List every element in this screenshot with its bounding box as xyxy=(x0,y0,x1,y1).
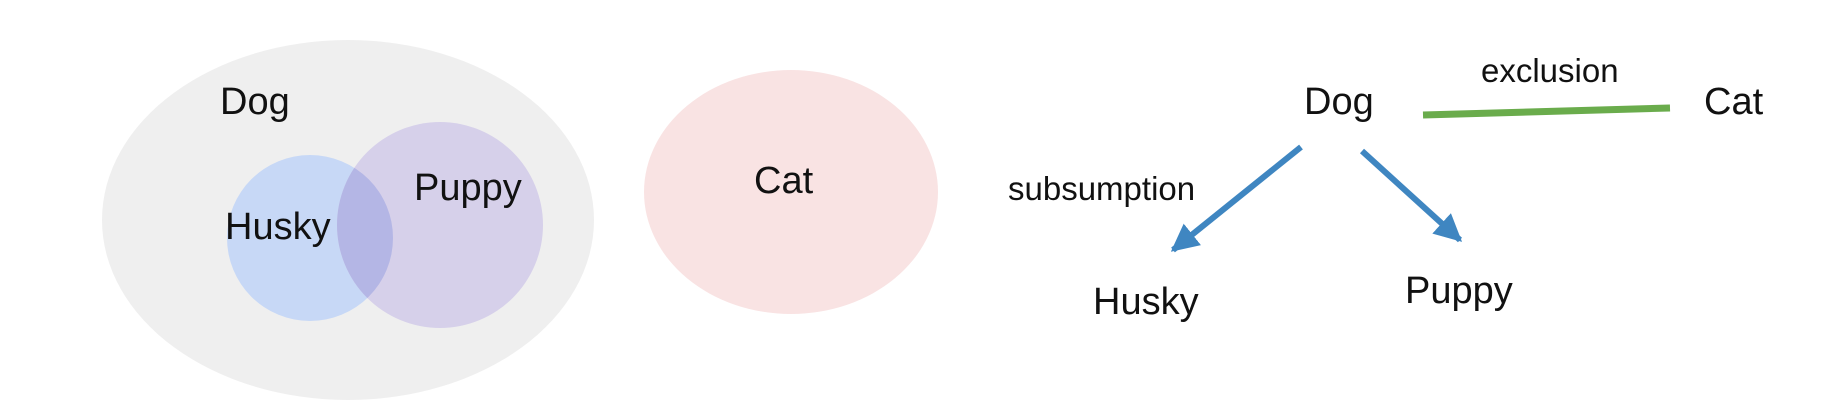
venn-cat-label: Cat xyxy=(754,160,814,202)
venn-diagram: Dog Husky Puppy Cat xyxy=(102,40,938,400)
venn-husky-label: Husky xyxy=(225,206,331,248)
graph-node-husky: Husky xyxy=(1093,281,1199,323)
graph-node-puppy: Puppy xyxy=(1405,270,1513,312)
graph-node-dog: Dog xyxy=(1304,81,1374,123)
graph-node-cat: Cat xyxy=(1704,81,1764,123)
subsumption-label: subsumption xyxy=(1008,170,1195,207)
puppy-set xyxy=(337,122,543,328)
venn-dog-label: Dog xyxy=(220,81,290,123)
cat-set xyxy=(644,70,938,314)
relation-graph: Dog Cat Husky Puppy exclusion subsumptio… xyxy=(1008,52,1764,323)
venn-puppy-label: Puppy xyxy=(414,167,522,209)
exclusion-edge xyxy=(1422,104,1671,119)
exclusion-label: exclusion xyxy=(1481,52,1619,89)
subsumption-edge-puppy xyxy=(1359,148,1463,243)
subsumption-edge-husky xyxy=(1170,144,1303,253)
